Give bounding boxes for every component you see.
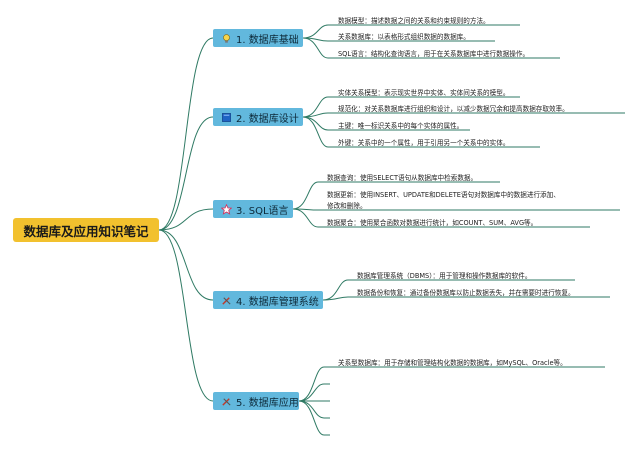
branch-label: 3. SQL语言	[236, 205, 289, 217]
tools-icon	[222, 296, 231, 305]
leaf-connector	[292, 181, 500, 210]
branch-label: 2. 数据库设计	[236, 113, 299, 125]
leaf-connector	[322, 296, 610, 301]
root-topic-label: 数据库及应用知识笔记	[23, 223, 149, 239]
branch-sql-language[interactable]: 3. SQL语言	[213, 200, 293, 218]
branch-label: 4. 数据库管理系统	[236, 296, 319, 308]
leaf-connector	[302, 24, 520, 39]
leaf-connector	[298, 383, 330, 402]
leaf-connector	[298, 366, 605, 402]
leaf-item: SQL语言：结构化查询语言，用于在关系数据库中进行数据操作。	[338, 50, 530, 58]
branch-label: 1. 数据库基础	[236, 34, 299, 46]
branch-connector	[158, 229, 214, 301]
branch-connector	[158, 229, 214, 402]
leaf-item: 修改和删除。	[327, 202, 367, 210]
star-icon	[221, 203, 232, 215]
leaf-item: 主键：唯一标识关系中的每个实体的属性。	[338, 122, 464, 130]
leaf-item: 外键：关系中的一个属性，用于引用另一个关系中的实体。	[338, 139, 510, 147]
leaf-item: 实体关系模型：表示现实世界中实体、实体间关系的模型。	[338, 89, 510, 97]
branch-dbms[interactable]: 4. 数据库管理系统	[213, 291, 323, 309]
leaf-connector	[298, 400, 330, 419]
branch-connector	[158, 208, 214, 231]
branch-database-design[interactable]: 2. 数据库设计	[213, 108, 303, 126]
branch-database-applications[interactable]: 5. 数据库应用	[213, 392, 299, 410]
leaf-connector	[292, 208, 590, 228]
root-topic[interactable]: 数据库及应用知识笔记	[13, 218, 159, 242]
leaf-item: 关系数据库：以表格形式组织数据的数据库。	[338, 33, 470, 41]
leaf-connector	[302, 96, 520, 118]
leaf-item: 数据模型：描述数据之间的关系和约束规则的方法。	[338, 17, 490, 25]
leaf-item: 数据库管理系统（DBMS）：用于管理和操作数据库的软件。	[357, 272, 532, 280]
branch-label: 5. 数据库应用	[236, 397, 299, 409]
leaf-item: 数据聚合：使用聚合函数对数据进行统计，如COUNT、SUM、AVG等。	[327, 219, 538, 227]
branch-database-basics[interactable]: 1. 数据库基础	[213, 29, 303, 47]
leaf-connector	[302, 116, 540, 148]
leaf-item: 规范化：对关系数据库进行组织和设计，以减少数据冗余和提高数据存取效率。	[338, 105, 569, 113]
tools-icon	[222, 397, 231, 406]
leaf-item: 关系型数据库：用于存储和管理结构化数据的数据库，如MySQL、Oracle等。	[338, 359, 567, 367]
leaf-connector	[322, 279, 575, 301]
book-icon	[222, 112, 231, 122]
leaf-item: 数据查询：使用SELECT语句从数据库中检索数据。	[327, 174, 478, 182]
leaf-item: 数据备份和恢复：通过备份数据库以防止数据丢失，并在需要时进行恢复。	[357, 289, 575, 297]
leaf-connector	[298, 400, 330, 436]
leaf-item: 数据更新：使用INSERT、UPDATE和DELETE语句对数据库中的数据进行添…	[327, 191, 560, 199]
leaf-connector	[302, 37, 560, 59]
bulb-icon	[223, 33, 230, 43]
leaf-connector	[302, 112, 625, 118]
branch-connector	[158, 116, 214, 231]
branch-connector	[158, 37, 214, 231]
